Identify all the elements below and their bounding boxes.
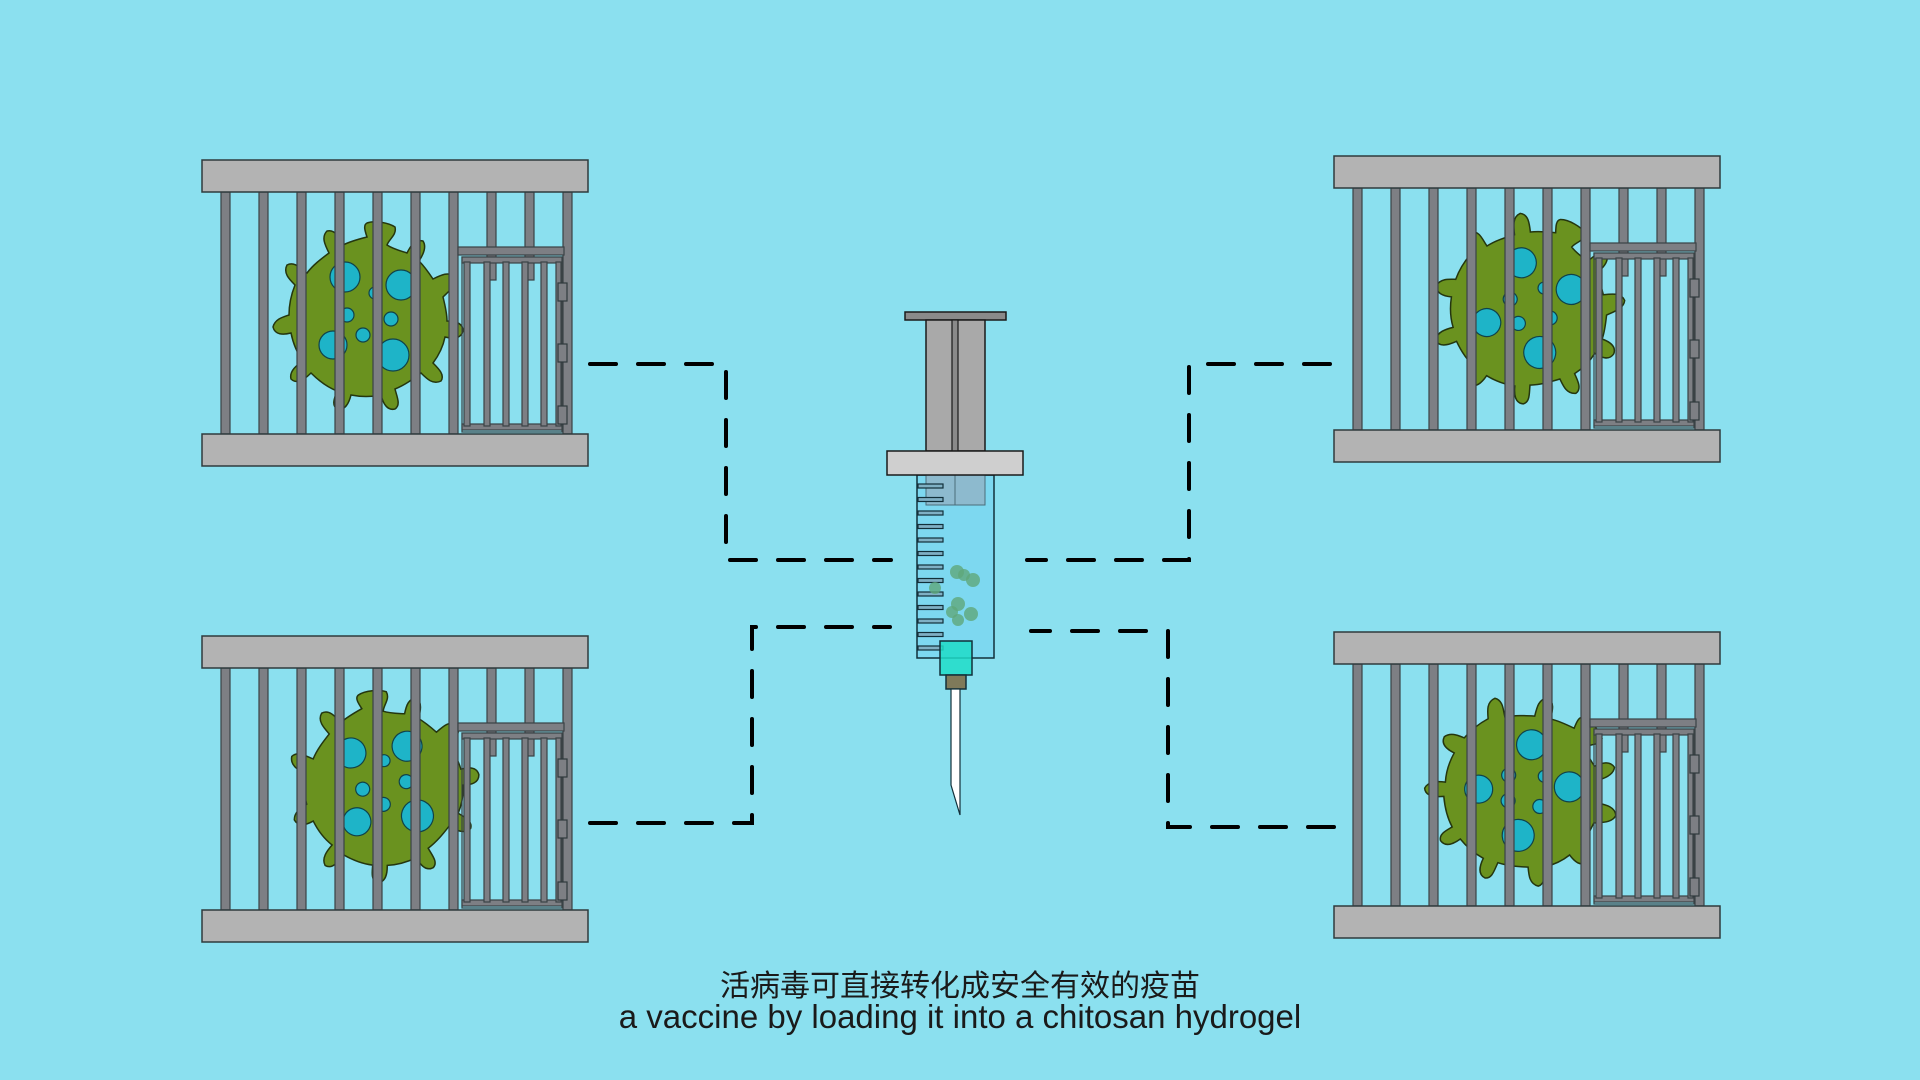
graduation-mark <box>917 496 944 503</box>
graduation-mark <box>917 631 944 638</box>
graduation-mark <box>917 591 944 597</box>
cage-bottom-right <box>1333 631 1721 939</box>
graduation-mark <box>917 577 944 584</box>
cage-bottom-left <box>201 635 589 943</box>
caption-english: a vaccine by loading it into a chitosan … <box>618 998 1302 1035</box>
cage-top-plate <box>201 635 589 669</box>
graduation-mark <box>917 550 944 557</box>
plunger-thumb-rest <box>904 311 1007 321</box>
cage-top-plate <box>201 159 589 193</box>
connector-bottom-right <box>1029 629 1336 829</box>
graduation-mark <box>917 537 944 543</box>
graduation-mark <box>917 483 944 489</box>
graduation-mark <box>917 523 944 530</box>
cage-bottom-plate <box>1333 905 1721 939</box>
cage-bottom-plate <box>1333 429 1721 463</box>
syringe-flange <box>886 450 1024 476</box>
graduation-marks <box>917 483 944 651</box>
cage-bottom-plate <box>201 433 589 467</box>
graduation-mark <box>917 564 944 570</box>
needle-adapter <box>945 674 967 690</box>
connector-top-left <box>588 362 893 562</box>
needle <box>950 688 961 816</box>
cage-top-plate <box>1333 155 1721 189</box>
cage-top-right <box>1333 155 1721 463</box>
graduation-mark <box>917 510 944 516</box>
graduation-mark <box>917 618 944 624</box>
caption-chinese: 活病毒可直接转化成安全有效的疫苗 <box>720 969 1200 1004</box>
syringe-icon <box>886 311 1024 816</box>
virus-icon <box>1407 185 1652 429</box>
graduation-mark <box>917 604 944 611</box>
connector-top-right <box>1025 362 1332 562</box>
virus-particles <box>929 565 980 626</box>
cage-top-plate <box>1333 631 1721 665</box>
cage-top-left <box>201 159 589 467</box>
needle-hub <box>939 640 973 676</box>
cage-bottom-plate <box>201 909 589 943</box>
connector-bottom-left <box>588 625 892 825</box>
